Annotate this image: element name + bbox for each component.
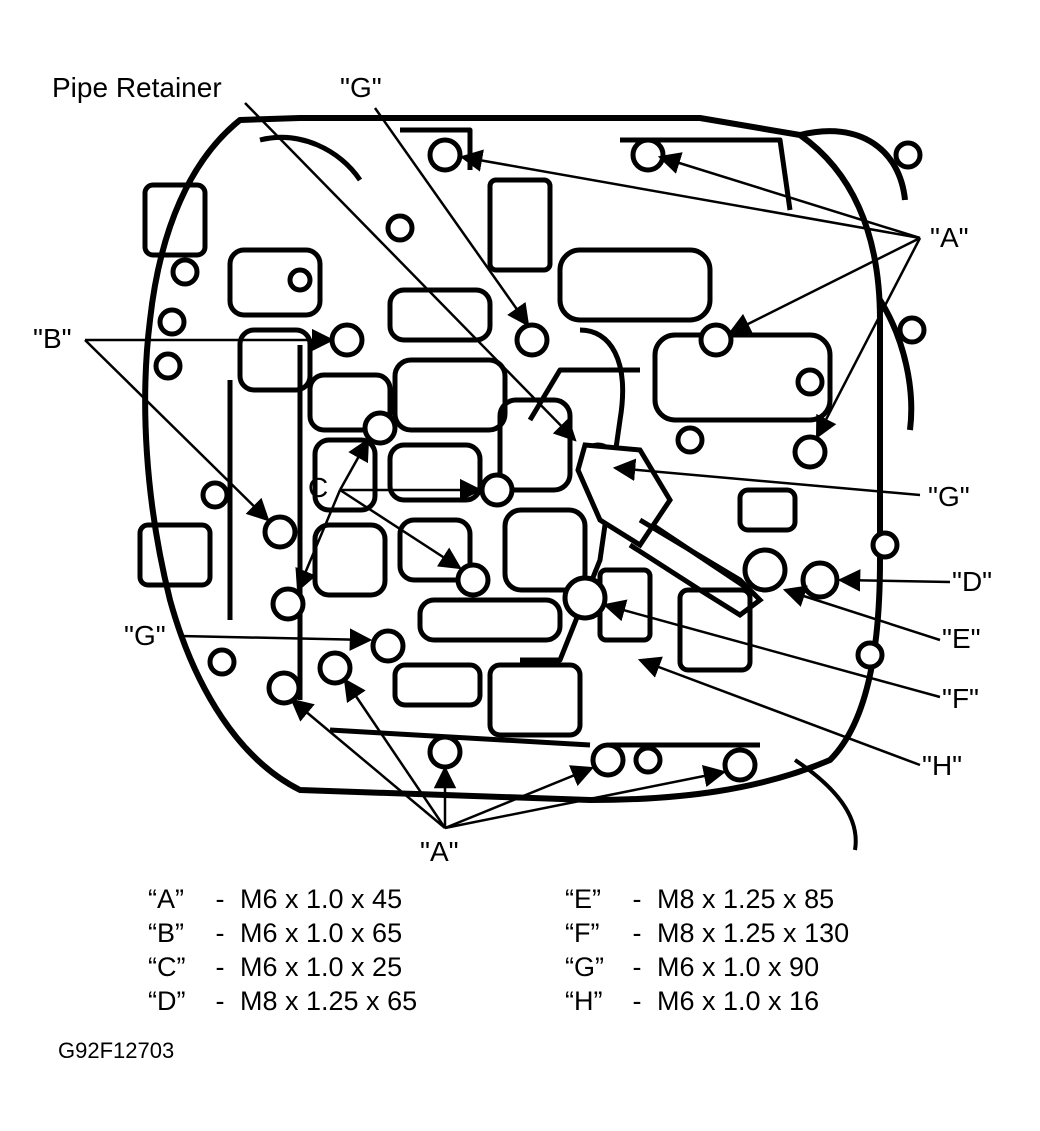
label-g-right: "G": [928, 481, 970, 512]
hole: [795, 367, 825, 397]
legend-spec: M6 x 1.0 x 65: [240, 918, 403, 948]
bolt-f: [562, 575, 608, 621]
bolt-e: [742, 547, 788, 593]
label-b-left: "B": [33, 323, 72, 354]
legend-key: “B”: [148, 918, 184, 948]
legend-spec: M8 x 1.25 x 65: [240, 986, 418, 1016]
bolt-a: [427, 137, 463, 173]
figure-code: G92F12703: [58, 1038, 175, 1063]
legend-sep: -: [632, 884, 642, 914]
label-pipe-retainer: Pipe Retainer: [52, 72, 222, 103]
leader-lines: [84, 102, 951, 830]
legend-sep: -: [215, 952, 225, 982]
legend-row-h: “H”-M6 x 1.0 x 16: [565, 988, 819, 1015]
label-g-left: "G": [124, 620, 166, 651]
legend-key: “C”: [148, 952, 186, 982]
legend-key: “H”: [565, 986, 603, 1016]
bolt-a: [266, 670, 302, 706]
label-d-right: "D": [952, 566, 993, 597]
legend-sep: -: [632, 986, 642, 1016]
legend-spec: M6 x 1.0 x 90: [657, 952, 820, 982]
bolt-a: [792, 434, 828, 470]
label-h-right: "H": [922, 750, 963, 781]
legend-key: “F”: [565, 918, 600, 948]
legend-row-g: “G”-M6 x 1.0 x 90: [565, 954, 819, 981]
bolt-g: [514, 322, 550, 358]
label-a-right: "A": [930, 222, 969, 253]
legend-row-a: “A” -M6 x 1.0 x 45: [148, 886, 402, 913]
bolt-g: [370, 628, 406, 664]
legend-sep: -: [632, 952, 642, 982]
legend-key: “A”: [148, 884, 184, 914]
bolt-heads: [153, 137, 927, 783]
valve-body-channels: [137, 127, 833, 748]
legend-key: “D”: [148, 986, 186, 1016]
label-g-top: "G": [340, 72, 382, 103]
legend-spec: M6 x 1.0 x 45: [240, 884, 403, 914]
legend-spec: M8 x 1.25 x 85: [657, 884, 835, 914]
label-a-bottom: "A": [420, 836, 459, 867]
legend-sep: -: [215, 986, 225, 1016]
legend-sep: -: [215, 918, 225, 948]
bolt-c: [455, 562, 491, 598]
bolt-c: [362, 410, 398, 446]
legend-row-d: “D”-M8 x 1.25 x 65: [148, 988, 417, 1015]
bolt-a: [317, 650, 353, 686]
hole: [207, 647, 237, 677]
bolt-d: [800, 560, 840, 600]
legend-key: “G”: [565, 952, 604, 982]
bolt-a: [590, 742, 626, 778]
bolt-b: [262, 514, 298, 550]
hole: [893, 140, 923, 170]
legend-spec: M8 x 1.25 x 130: [657, 918, 850, 948]
bolt-a: [722, 747, 758, 783]
hole: [170, 257, 200, 287]
bolt-a: [698, 322, 734, 358]
label-c: C: [308, 472, 329, 503]
hole: [633, 745, 663, 775]
label-e-right: "E": [942, 623, 981, 654]
hole: [870, 530, 900, 560]
hole: [157, 307, 187, 337]
bolt-c: [479, 472, 515, 508]
hole: [675, 425, 705, 455]
legend-row-b: “B” -M6 x 1.0 x 65: [148, 920, 402, 947]
bolt-a: [427, 734, 463, 770]
label-f-right: "F": [942, 683, 979, 714]
hole: [153, 351, 183, 381]
legend-spec: M6 x 1.0 x 25: [240, 952, 403, 982]
bolt-c: [270, 586, 306, 622]
legend-sep: -: [632, 918, 642, 948]
bolt-b: [329, 322, 365, 358]
legend-row-c: “C”-M6 x 1.0 x 25: [148, 954, 402, 981]
hole: [287, 267, 313, 293]
legend-row-e: “E” -M8 x 1.25 x 85: [565, 886, 834, 913]
legend-spec: M6 x 1.0 x 16: [657, 986, 820, 1016]
legend-key: “E”: [565, 884, 601, 914]
hole: [385, 213, 415, 243]
hole: [855, 640, 885, 670]
hole: [200, 480, 230, 510]
hole: [897, 315, 927, 345]
legend-row-f: “F” -M8 x 1.25 x 130: [565, 920, 849, 947]
bolt-a: [630, 137, 666, 173]
legend-sep: -: [215, 884, 225, 914]
